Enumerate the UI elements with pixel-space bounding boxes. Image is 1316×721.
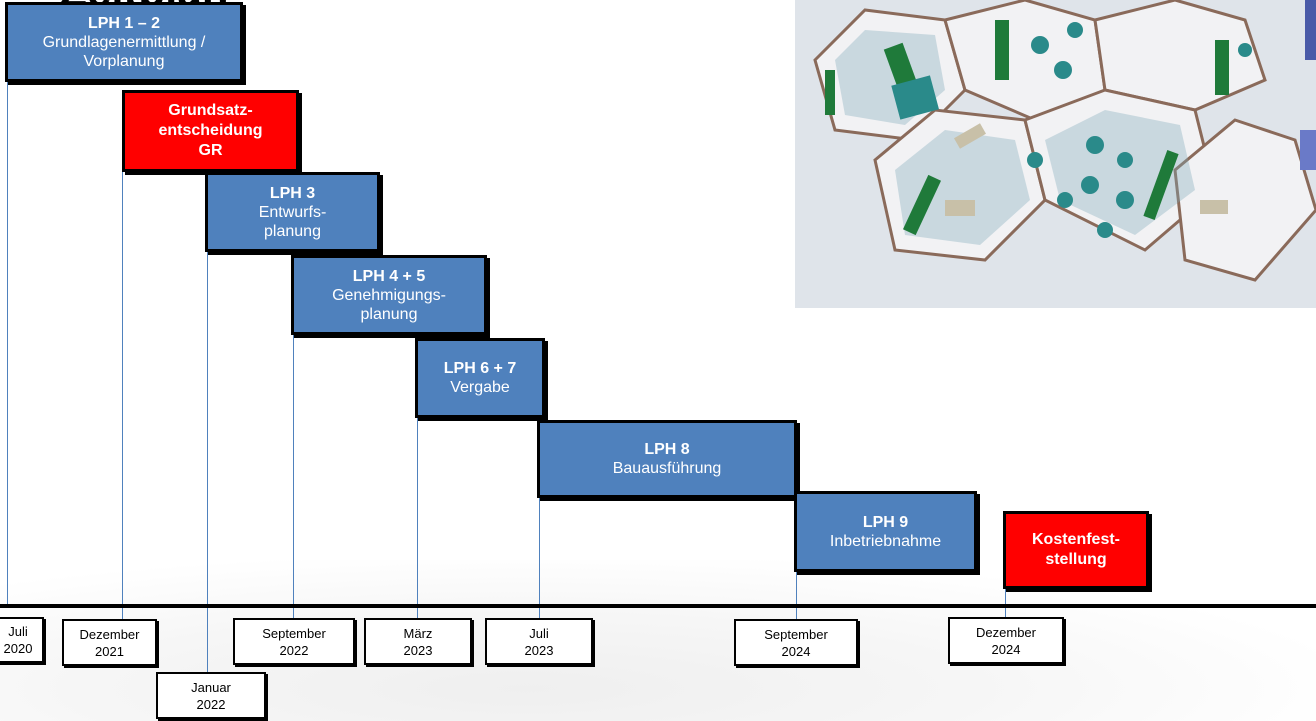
date-month: Dezember xyxy=(976,624,1036,640)
date-year: 2022 xyxy=(279,642,309,658)
date-month: Dezember xyxy=(79,626,140,642)
date-label-juli-2023: Juli 2023 xyxy=(485,618,593,665)
date-label-dezember-2024: Dezember 2024 xyxy=(948,617,1064,664)
phase-title: LPH 6 + 7 xyxy=(443,360,517,377)
date-month: März xyxy=(403,625,433,641)
phase-box-lph-4-5: LPH 4 + 5 Genehmigungs-planung xyxy=(291,255,487,335)
connector-line-grundsatz xyxy=(122,172,123,620)
date-month: Juli xyxy=(529,625,549,641)
date-year: 2022 xyxy=(196,696,226,712)
phase-box-grundsatzentscheidung: Grundsatz-entscheidung GR xyxy=(122,90,299,172)
date-label-september-2022: September 2022 xyxy=(233,618,355,665)
phase-description: Genehmigungs-planung xyxy=(332,286,446,323)
phase-box-lph-1-2: LPH 1 – 2 Grundlagenermittlung / Vorplan… xyxy=(5,2,243,82)
phase-title: LPH 3 xyxy=(269,184,316,202)
date-year: 2024 xyxy=(991,641,1021,657)
phase-box-lph-8: LPH 8 Bauausführung xyxy=(537,420,797,498)
timeline-axis xyxy=(0,604,1316,608)
phase-description: Entwurfs-planung xyxy=(258,203,327,240)
connector-line-lph3 xyxy=(207,252,208,672)
connector-line-lph45 xyxy=(293,334,294,618)
date-year: 2024 xyxy=(781,643,811,659)
connector-line-kostenfeststellung xyxy=(1005,588,1006,618)
date-label-januar-2022: Januar 2022 xyxy=(156,672,266,719)
date-year: 2021 xyxy=(95,643,124,659)
phase-title: Kostenfest-stellung xyxy=(1031,531,1120,568)
date-year: 2023 xyxy=(403,642,433,658)
office-floorplan-image xyxy=(795,0,1316,308)
date-month: September xyxy=(262,625,326,641)
phase-title: LPH 9 xyxy=(862,513,909,531)
date-year: 2020 xyxy=(3,641,33,656)
date-month: Januar xyxy=(191,679,231,695)
date-year: 2023 xyxy=(524,642,554,658)
date-label-dezember-2021: Dezember 2021 xyxy=(62,619,157,666)
phase-description: Bauausführung xyxy=(612,460,722,477)
phase-title: LPH 1 – 2 xyxy=(87,14,161,32)
phase-box-kostenfeststellung: Kostenfest-stellung xyxy=(1003,511,1149,589)
connector-line-lph8 xyxy=(539,498,540,618)
phase-description: Vergabe xyxy=(450,379,510,396)
phase-box-lph-6-7: LPH 6 + 7 Vergabe xyxy=(415,338,545,418)
phase-title: LPH 4 + 5 xyxy=(352,267,426,285)
phase-description: Inbetriebnahme xyxy=(829,532,942,550)
date-label-maerz-2023: März 2023 xyxy=(364,618,472,665)
connector-line-lph67 xyxy=(417,418,418,618)
phase-title: Grundsatz-entscheidung GR xyxy=(158,102,263,159)
connector-line-lph12 xyxy=(7,82,8,604)
phase-box-lph-9: LPH 9 Inbetriebnahme xyxy=(794,491,977,572)
date-month: Juli xyxy=(8,624,28,639)
phase-description: Grundlagenermittlung / Vorplanung xyxy=(42,33,206,70)
date-label-juli-2020: Juli 2020 xyxy=(0,617,44,663)
date-month: September xyxy=(764,626,828,642)
date-label-september-2024: September 2024 xyxy=(734,619,858,666)
connector-line-lph9 xyxy=(796,569,797,619)
phase-box-lph-3: LPH 3 Entwurfs-planung xyxy=(205,172,380,252)
phase-title: LPH 8 xyxy=(644,441,690,458)
